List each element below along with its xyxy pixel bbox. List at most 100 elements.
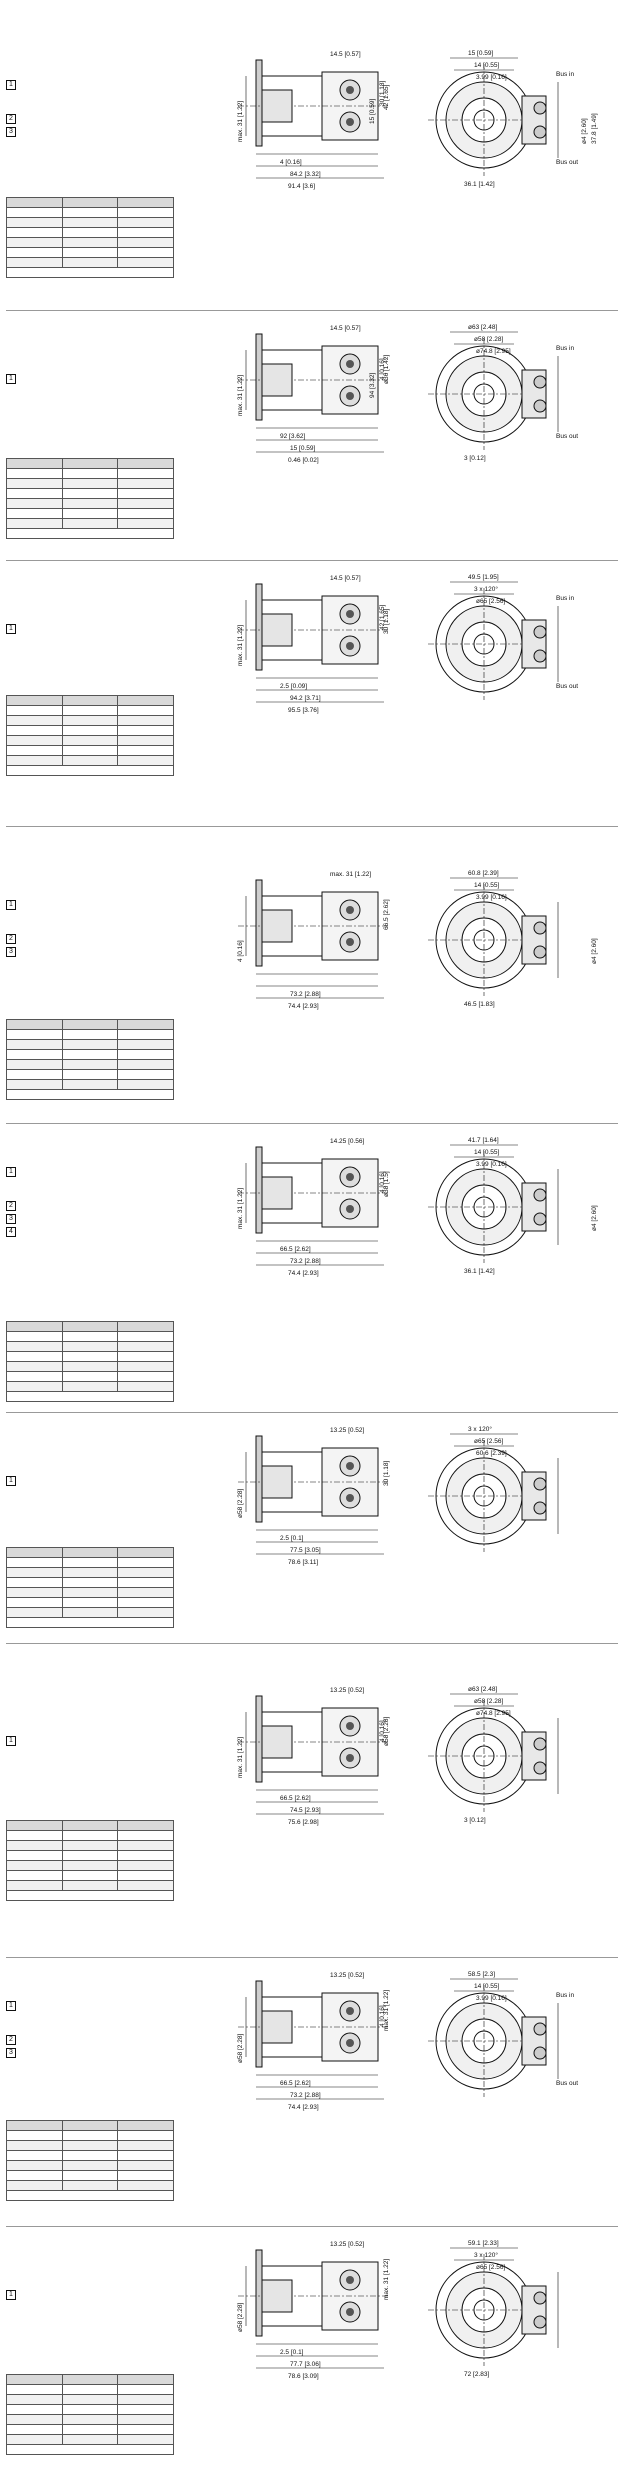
table-cell	[61, 735, 119, 746]
table-cell	[61, 1039, 119, 1050]
dimension-label: 59.1 [2.33]	[468, 2240, 499, 2247]
table-cell	[117, 2140, 174, 2151]
side-view-drawing: 14.5 [0.57]max. 31 [1.22]ø36 [1.42]4 [0.…	[237, 325, 390, 464]
dimension-label: 14 [0.55]	[474, 62, 499, 69]
table-row	[6, 2180, 174, 2191]
table-header-cell	[61, 197, 119, 208]
table-cell	[61, 2384, 119, 2395]
table-row	[6, 755, 174, 766]
dimension-label: ø58 [2.28]	[237, 2303, 244, 2332]
table-cell	[117, 1079, 174, 1090]
dimension-label: 14 [0.55]	[474, 882, 499, 889]
bus-out-label: Bus out	[556, 2080, 578, 2087]
table-row	[6, 1059, 174, 1070]
table-cell	[6, 207, 63, 218]
table-cell	[61, 1079, 119, 1090]
table-row	[6, 1371, 174, 1382]
table-cell	[6, 1577, 63, 1588]
table-cell	[117, 1860, 174, 1871]
note-item: 3	[6, 127, 206, 137]
table-cell	[117, 478, 174, 489]
cable-gland	[533, 2046, 547, 2060]
table-cell	[61, 1830, 119, 1841]
table-cell	[6, 1880, 63, 1891]
table-cell	[6, 735, 63, 746]
table-cell	[6, 2130, 63, 2141]
table-cell	[117, 715, 174, 726]
front-view-drawing: 41.7 [1.64]14 [0.55]3.99 [0.16]36.1 [1.4…	[428, 1137, 598, 1275]
dimension-label: 3.99 [0.16]	[476, 74, 507, 81]
cable-gland	[533, 1477, 547, 1491]
connector-pin	[346, 2039, 354, 2047]
table-row	[6, 2130, 174, 2141]
table-cell	[61, 1880, 119, 1891]
dimension-label: 4 [0.16]	[379, 358, 386, 380]
cable-gland	[533, 625, 547, 639]
dimension-label: ø65 [2.56]	[476, 598, 505, 605]
cable-gland	[533, 1501, 547, 1515]
table-row	[6, 1567, 174, 1578]
connector-pin	[346, 1754, 354, 1762]
table-cell	[61, 2150, 119, 2161]
flange-plate	[255, 59, 263, 147]
dimension-label: ø4 [2.60]	[581, 118, 588, 144]
side-view-drawing: 13.25 [0.52]ø58 [2.28]30 [1.18]2.5 [0.1]…	[237, 1427, 390, 1566]
table-row	[6, 1870, 174, 1881]
table-header-cell	[6, 695, 63, 706]
dimension-label: ø74.8 [2.95]	[476, 348, 511, 355]
dimension-label: 15 [0.59]	[290, 445, 315, 452]
flange-plate	[255, 1146, 263, 1234]
dimension-label: 42 [1.65]	[379, 605, 386, 630]
table-cell	[6, 227, 63, 238]
flange-plate	[255, 1435, 263, 1523]
table-cell	[6, 1039, 63, 1050]
front-view-drawing: 15 [0.59]14 [0.55]3.99 [0.16]36.1 [1.42]…	[428, 50, 598, 188]
table-cell	[61, 257, 119, 268]
note-item: 1	[6, 1476, 206, 1486]
table-cell	[6, 1381, 63, 1392]
table-row	[6, 1607, 174, 1618]
table-cell	[6, 2180, 63, 2191]
table-row	[6, 715, 174, 726]
table-footnote	[6, 1890, 174, 1901]
note-item: 1	[6, 1167, 206, 1177]
dimension-label: 84.2 [3.32]	[290, 171, 321, 178]
table-footnote-row	[6, 267, 174, 278]
dimension-label: 78.6 [3.09]	[288, 2373, 319, 2380]
table-cell	[6, 468, 63, 479]
dimension-label: 13.25 [0.52]	[330, 1427, 365, 1434]
table-row	[6, 2394, 174, 2405]
table-cell	[61, 1860, 119, 1871]
table-row	[6, 257, 174, 268]
table-cell	[61, 2424, 119, 2435]
dimension-label: 14 [0.55]	[474, 1983, 499, 1990]
dimension-label: 91.4 [3.6]	[288, 183, 315, 190]
dimension-label: ø74.8 [2.95]	[476, 1710, 511, 1717]
hollow-shaft	[261, 2279, 293, 2313]
dimension-table	[6, 2374, 174, 2455]
table-cell	[117, 257, 174, 268]
flange-plate	[255, 1980, 263, 2068]
hollow-shaft	[261, 1176, 293, 1210]
dimension-label: 30 [1.18]	[383, 609, 390, 634]
table-cell	[61, 2394, 119, 2405]
table-cell	[61, 755, 119, 766]
note-number: 2	[6, 1201, 16, 1211]
dimension-label: ø58 [2.28]	[237, 1489, 244, 1518]
table-header-cell	[61, 1019, 119, 1030]
dimension-label: 77.5 [3.05]	[290, 1547, 321, 1554]
table-cell	[6, 237, 63, 248]
table-header-cell	[117, 1019, 174, 1030]
table-footnote	[6, 267, 174, 278]
table-cell	[117, 2434, 174, 2445]
table-row	[6, 1880, 174, 1891]
table-row	[6, 498, 174, 509]
connector-pin	[346, 2276, 354, 2284]
dimension-table	[6, 1820, 174, 1901]
table-cell	[61, 745, 119, 756]
table-row	[6, 1049, 174, 1060]
dimension-label: 30 [1.18]	[383, 1461, 390, 1486]
table-row	[6, 2170, 174, 2181]
dimension-label: 13.25 [0.52]	[330, 2241, 365, 2248]
table-cell	[61, 1577, 119, 1588]
